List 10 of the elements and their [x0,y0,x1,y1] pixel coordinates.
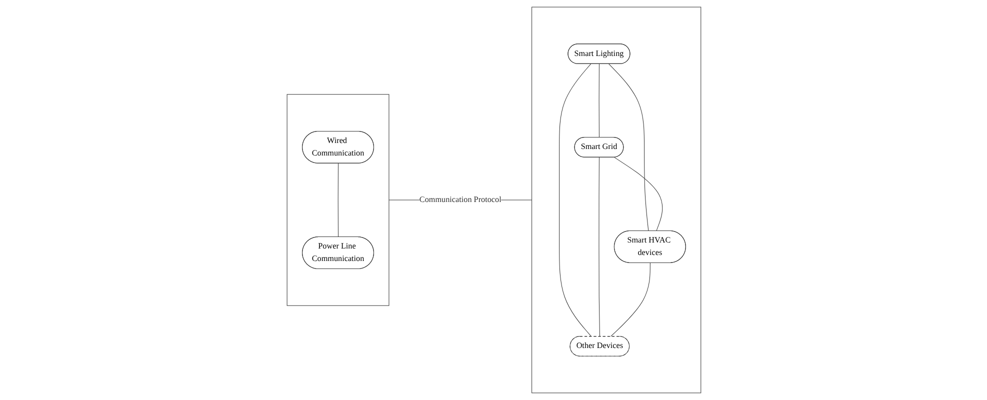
connector [558,64,592,337]
connector [337,163,338,238]
cluster [531,6,701,394]
connector [598,157,600,337]
connector [598,64,599,138]
connector [608,64,648,232]
connector [610,262,650,337]
cluster [286,94,389,306]
connector [614,157,662,232]
edge-label: Communication Protocol [418,195,501,204]
